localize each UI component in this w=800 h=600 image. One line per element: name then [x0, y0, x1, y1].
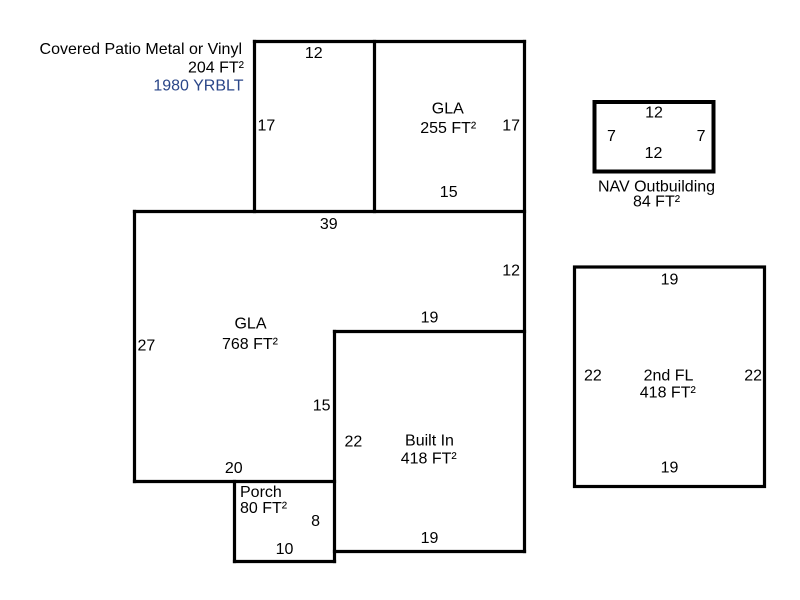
svg-text:Porch: Porch — [240, 484, 282, 501]
svg-text:7: 7 — [607, 128, 616, 145]
svg-text:15: 15 — [440, 184, 458, 201]
svg-text:12: 12 — [305, 45, 323, 62]
svg-text:17: 17 — [258, 118, 276, 135]
svg-text:19: 19 — [661, 460, 679, 477]
svg-text:7: 7 — [697, 128, 706, 145]
svg-text:8: 8 — [311, 513, 320, 530]
svg-text:GLA: GLA — [234, 315, 266, 332]
svg-text:12: 12 — [645, 105, 663, 122]
svg-text:768 FT²: 768 FT² — [222, 336, 279, 353]
svg-text:12: 12 — [645, 145, 663, 162]
svg-text:2nd FL: 2nd FL — [644, 368, 694, 385]
svg-text:12: 12 — [502, 263, 520, 280]
svg-text:39: 39 — [320, 216, 338, 233]
svg-text:19: 19 — [661, 272, 679, 289]
svg-text:NAV Outbuilding: NAV Outbuilding — [598, 178, 715, 195]
svg-text:Covered Patio Metal or Vinyl: Covered Patio Metal or Vinyl — [40, 41, 242, 58]
svg-text:19: 19 — [421, 530, 439, 547]
svg-text:22: 22 — [584, 368, 602, 385]
svg-text:255 FT²: 255 FT² — [420, 120, 477, 137]
svg-text:27: 27 — [138, 338, 156, 355]
svg-text:204 FT²: 204 FT² — [188, 60, 245, 77]
svg-text:418 FT²: 418 FT² — [401, 450, 458, 467]
svg-text:418 FT²: 418 FT² — [640, 385, 697, 402]
svg-text:19: 19 — [421, 310, 439, 327]
svg-text:GLA: GLA — [432, 101, 464, 118]
svg-text:15: 15 — [313, 398, 331, 415]
svg-text:20: 20 — [225, 460, 243, 477]
svg-text:22: 22 — [744, 368, 762, 385]
svg-text:84 FT²: 84 FT² — [633, 194, 681, 211]
svg-text:1980 YRBLT: 1980 YRBLT — [153, 78, 243, 95]
svg-text:10: 10 — [276, 541, 294, 558]
svg-text:22: 22 — [345, 434, 363, 451]
svg-text:Built In: Built In — [405, 432, 454, 449]
svg-text:80 FT²: 80 FT² — [240, 500, 288, 517]
svg-text:17: 17 — [502, 118, 520, 135]
